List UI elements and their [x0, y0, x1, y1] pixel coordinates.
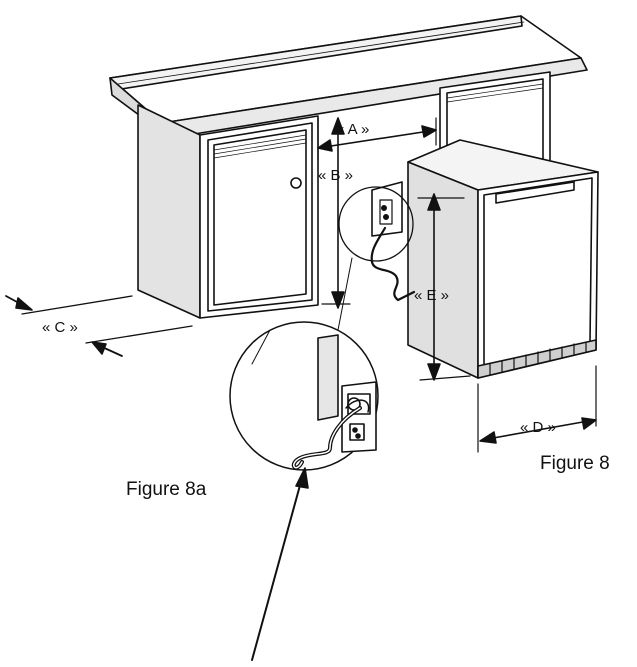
left-cabinet [137, 104, 319, 319]
dimension-e [417, 193, 471, 381]
grille-icon [489, 341, 587, 376]
countertop [109, 15, 588, 139]
dimension-d [477, 365, 597, 453]
outlet-icon [379, 199, 393, 225]
door-handle-icon [495, 181, 575, 204]
refrigerator [407, 139, 599, 379]
detail-circle-small [338, 186, 414, 262]
detail-circle-large [229, 321, 379, 471]
figure-label-detail: Figure 8a [126, 479, 207, 500]
label-c: « C » [42, 319, 78, 336]
label-e: « E » [414, 287, 449, 304]
figure-label-main: Figure 8 [540, 453, 610, 474]
dimension-b [321, 117, 351, 309]
pointer-arrow [251, 467, 309, 661]
dimension-c [5, 295, 193, 357]
door-knob-icon [290, 177, 302, 189]
label-b: « B » [318, 167, 353, 184]
outlet-area [337, 181, 416, 331]
label-d: « D » [520, 419, 556, 436]
